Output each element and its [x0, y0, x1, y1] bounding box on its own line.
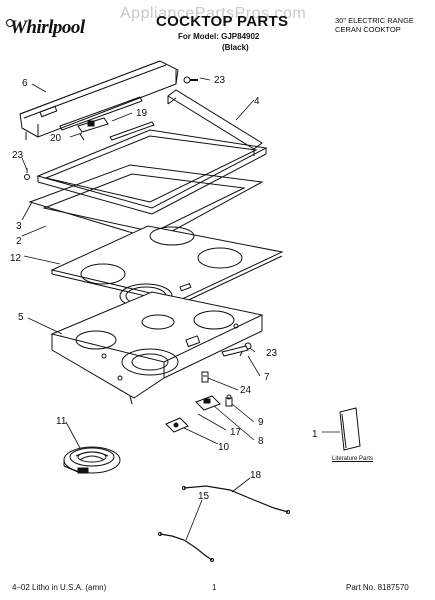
- callout-2: 2: [16, 236, 22, 247]
- callout-9: 9: [258, 417, 264, 428]
- part-23-screw-left: [24, 168, 30, 180]
- footer-page-number: 1: [212, 583, 217, 592]
- part-6-backguard: [19, 60, 179, 140]
- callout-11: 11: [56, 416, 67, 427]
- part-9-screw: [225, 394, 233, 407]
- callout-15: 15: [198, 491, 210, 502]
- callout-17: 17: [230, 427, 242, 438]
- callout-10: 10: [218, 442, 230, 453]
- callout-4: 4: [254, 96, 260, 107]
- watermark: AppliancePartsPros.com: [120, 5, 307, 22]
- callout-1: 1: [312, 429, 318, 440]
- callout-20: 20: [50, 133, 62, 144]
- callout-23-left: 23: [12, 150, 24, 161]
- part-5-burner-box: [50, 291, 264, 405]
- part-2-gasket-trim: [28, 164, 264, 241]
- footer-part-number: Part No. 8187570: [346, 583, 409, 592]
- part-18-wire: [182, 485, 290, 514]
- part-23-screw-top: [183, 76, 198, 84]
- callout-5: 5: [18, 312, 24, 323]
- model-line: For Model: GJP84902: [178, 32, 260, 41]
- brand-logo-mark: [6, 19, 14, 27]
- callout-23-top: 23: [214, 75, 226, 86]
- callout-24: 24: [240, 385, 252, 396]
- part-3-trim-frame: [36, 129, 268, 215]
- part-10-limiter: [165, 417, 189, 433]
- footer-litho: 4–02 Litho in U.S.A. (amn): [12, 583, 107, 592]
- part-11-element: [63, 446, 121, 474]
- callout-23-right: 23: [266, 348, 278, 359]
- part-1-literature: [339, 407, 361, 451]
- range-type-line: 30" ELECTRIC RANGE: [335, 16, 414, 25]
- callout-18: 18: [250, 470, 262, 481]
- callout-3: 3: [16, 221, 22, 232]
- part-8-clip: [195, 395, 221, 411]
- callout-8: 8: [258, 436, 264, 447]
- page-title: COCKTOP PARTS: [156, 13, 289, 30]
- part-4-frame: [167, 89, 263, 156]
- literature-parts-label: Literature Parts: [332, 456, 374, 462]
- callout-12: 12: [10, 253, 22, 264]
- part-7-bracket: [221, 345, 249, 357]
- color-line: (Black): [222, 43, 249, 52]
- callout-6: 6: [22, 78, 28, 89]
- part-strip: [109, 121, 155, 141]
- callout-7: 7: [264, 372, 270, 383]
- part-15-wire: [158, 532, 214, 562]
- cooktop-type-line: CERAN COOKTOP: [335, 25, 401, 34]
- part-24-spacer: [201, 371, 209, 383]
- callout-19: 19: [136, 108, 148, 119]
- brand-logo: Whirlpool: [10, 17, 85, 38]
- leader-lines: [21, 77, 340, 541]
- part-19-20-switch: [77, 117, 109, 141]
